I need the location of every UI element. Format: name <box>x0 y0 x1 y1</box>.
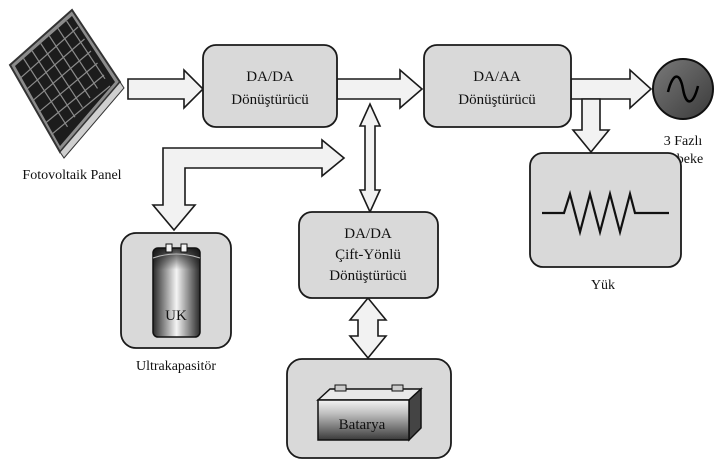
pv-panel-label: Fotovoltaik Panel <box>22 168 121 183</box>
battery-label: Batarya <box>339 417 386 433</box>
dcdc-converter-line-1: DA/DA <box>246 69 294 85</box>
arrow-bidirectional-to-battery <box>348 296 388 360</box>
bidirectional-converter-line-1: DA/DA <box>344 226 392 242</box>
pv-panel <box>8 8 125 159</box>
load-label: Yük <box>591 278 615 293</box>
bidirectional-converter-line-2: Çift-Yönlü <box>335 247 401 263</box>
ultracapacitor-icon <box>152 243 201 338</box>
ultracapacitor-symbol: UK <box>165 308 187 324</box>
grid-label-line-1: 3 Fazlı <box>664 134 703 149</box>
resistor-icon <box>542 189 669 237</box>
battery-block: Batarya <box>286 358 452 459</box>
arrow-dcbus-to-bidirectional <box>358 102 382 214</box>
bidirectional-converter-line-3: Dönüştürücü <box>329 268 407 284</box>
dcac-converter-block: DA/AA Dönüştürücü <box>423 44 572 128</box>
dcac-converter-line-2: Dönüştürücü <box>458 92 536 108</box>
arrow-pv-to-dcdc <box>127 68 205 110</box>
dcac-converter-line-1: DA/AA <box>473 69 521 85</box>
arrow-ultracap-to-dcbus <box>151 138 346 232</box>
battery-icon <box>316 384 423 442</box>
grid-icon <box>652 58 714 120</box>
arrow-dcdc-to-dcac <box>336 68 424 110</box>
dcdc-converter-block: DA/DA Dönüştürücü <box>202 44 338 128</box>
load-block <box>529 152 682 268</box>
ultracapacitor-block: UK <box>120 232 232 349</box>
ultracapacitor-label: Ultrakapasitör <box>136 359 216 374</box>
dcdc-converter-line-2: Dönüştürücü <box>231 92 309 108</box>
arrow-branch-to-load <box>571 98 611 154</box>
bidirectional-converter-block: DA/DA Çift-Yönlü Dönüştürücü <box>298 211 439 299</box>
